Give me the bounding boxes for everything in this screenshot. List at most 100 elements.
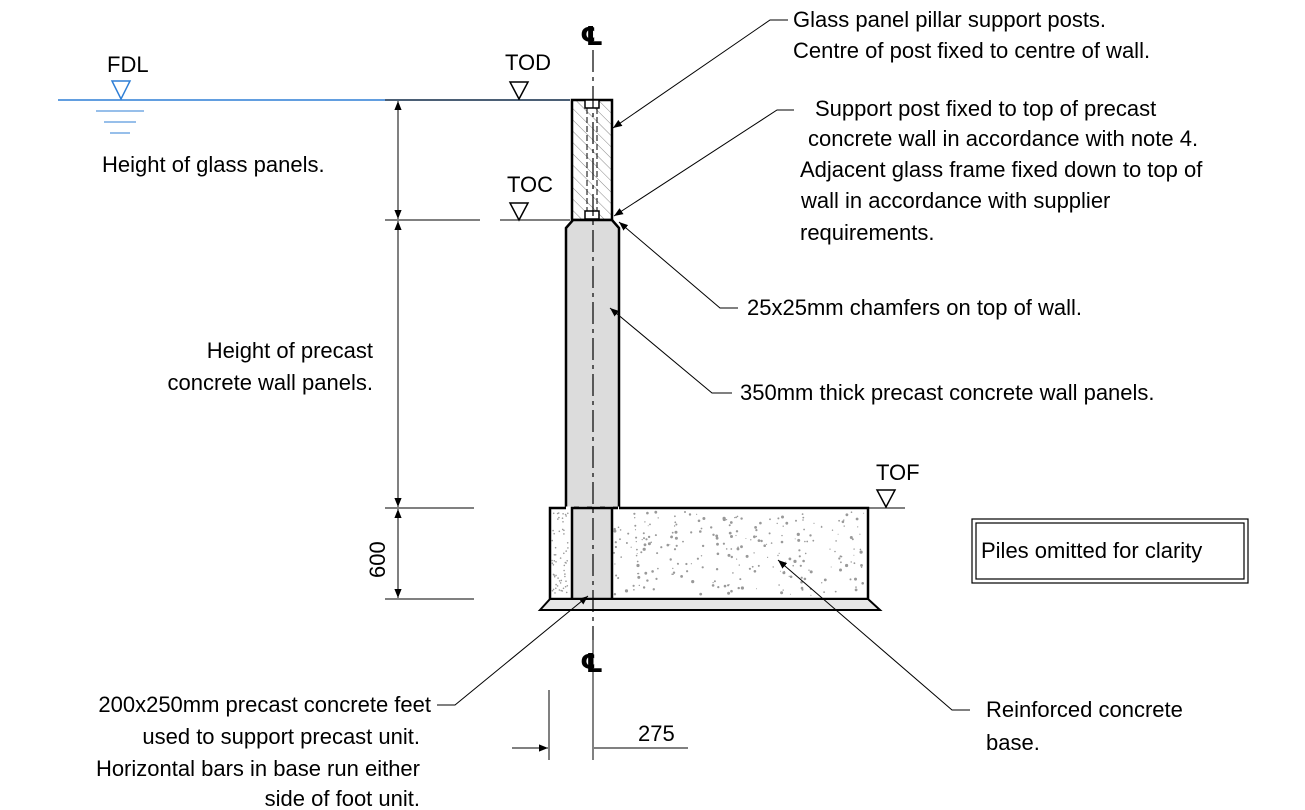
aggregate-dot	[645, 538, 648, 541]
aggregate-dot	[763, 544, 766, 547]
aggregate-dot	[635, 541, 637, 543]
aggregate-dot	[563, 552, 565, 555]
aggregate-dot	[727, 591, 731, 595]
aggregate-dot	[562, 521, 564, 523]
aggregate-dot	[736, 515, 739, 518]
aggregate-dot	[554, 554, 557, 556]
aggregate-dot	[803, 528, 805, 531]
aggregate-dot	[802, 519, 804, 521]
aggregate-dot	[711, 584, 715, 587]
aggregate-dot	[655, 577, 658, 581]
aggregate-dot	[830, 566, 832, 568]
aggregate-dot	[734, 517, 736, 519]
aggregate-dot	[552, 512, 555, 515]
aggregate-dot	[756, 588, 757, 590]
aggregate-dot	[755, 535, 758, 538]
aggregate-dot	[684, 511, 686, 513]
aggregate-dot	[789, 575, 793, 579]
aggregate-dot	[685, 562, 688, 566]
aggregate-dot	[636, 560, 639, 563]
aggregate-dot	[849, 536, 853, 539]
aggregate-dot	[672, 571, 676, 574]
aggregate-dot	[555, 583, 557, 586]
aggregate-dot	[699, 530, 702, 533]
aggregate-dot	[765, 543, 768, 545]
aggregate-dot	[823, 591, 825, 593]
aggregate-dot	[625, 542, 628, 544]
aggregate-dot	[737, 546, 739, 548]
aggregate-dot	[674, 530, 678, 534]
aggregate-dot	[779, 570, 781, 572]
aggregate-dot	[788, 575, 790, 577]
aggregate-dot	[564, 513, 567, 516]
aggregate-dot	[561, 517, 564, 519]
aggregate-dot	[840, 555, 843, 558]
aggregate-dot	[562, 513, 564, 515]
aggregate-dot	[566, 542, 569, 544]
aggregate-dot	[838, 557, 841, 560]
aggregate-dot	[674, 521, 677, 524]
aggregate-dot	[630, 546, 632, 548]
wall-height-label-1: Height of precast	[207, 338, 373, 363]
aggregate-dot	[555, 587, 557, 590]
aggregate-dot	[834, 590, 837, 593]
aggregate-dot	[634, 524, 637, 527]
aggregate-dot	[558, 530, 561, 533]
aggregate-dot	[781, 515, 784, 519]
aggregate-dot	[555, 574, 557, 577]
aggregate-dot	[563, 569, 565, 572]
aggregate-dot	[778, 552, 780, 554]
aggregate-dot	[641, 539, 643, 541]
aggregate-dot	[859, 550, 863, 554]
base-depth-text: 600	[365, 541, 390, 578]
aggregate-dot	[700, 555, 703, 557]
aggregate-dot	[567, 512, 569, 515]
glass-height-label: Height of glass panels.	[102, 152, 325, 177]
glass-post	[570, 98, 614, 222]
aggregate-dot	[740, 586, 745, 590]
aggregate-dot	[798, 549, 801, 552]
aggregate-dot	[553, 560, 556, 562]
aggregate-dot	[792, 564, 794, 567]
aggregate-dot	[633, 589, 635, 591]
tod-label: TOD	[505, 50, 551, 75]
aggregate-dot	[854, 577, 857, 581]
fixing-label-4: wall in accordance with supplier	[800, 188, 1110, 213]
aggregate-dot	[560, 589, 562, 592]
aggregate-dot	[840, 561, 842, 564]
aggregate-dot	[673, 525, 676, 527]
aggregate-dot	[809, 570, 813, 574]
aggregate-dot	[735, 530, 739, 533]
aggregate-dot	[769, 518, 771, 521]
aggregate-dot	[738, 564, 740, 566]
aggregate-dot	[559, 557, 562, 559]
aggregate-dot	[556, 585, 559, 587]
aggregate-dot	[675, 544, 678, 547]
aggregate-dot	[696, 557, 700, 560]
aggregate-dot	[841, 520, 845, 524]
aggregate-dot	[682, 540, 684, 543]
aggregate-dot	[634, 529, 637, 531]
centreline-symbol-bottom: ℄	[580, 649, 603, 679]
aggregate-dot	[619, 529, 622, 531]
blinding-layer	[537, 598, 883, 611]
toc-marker-icon	[508, 202, 530, 222]
aggregate-dot	[735, 534, 737, 537]
aggregate-dot	[857, 526, 859, 528]
aggregate-dot	[657, 567, 659, 570]
feet-label-4: side of foot unit.	[265, 786, 420, 810]
aggregate-dot	[839, 568, 842, 572]
aggregate-dot	[810, 594, 812, 596]
aggregate-dot	[563, 564, 566, 567]
fixing-label-3: Adjacent glass frame fixed down to top o…	[800, 157, 1203, 182]
aggregate-dot	[673, 548, 677, 551]
aggregate-dot	[675, 523, 678, 526]
aggregate-dot	[829, 548, 831, 550]
aggregate-dot	[837, 533, 839, 535]
aggregate-dot	[851, 538, 854, 541]
aggregate-dot	[730, 535, 733, 538]
aggregate-dot	[782, 525, 784, 527]
aggregate-dot	[558, 516, 560, 519]
aggregate-dot	[614, 563, 616, 565]
aggregate-dot	[772, 566, 774, 568]
